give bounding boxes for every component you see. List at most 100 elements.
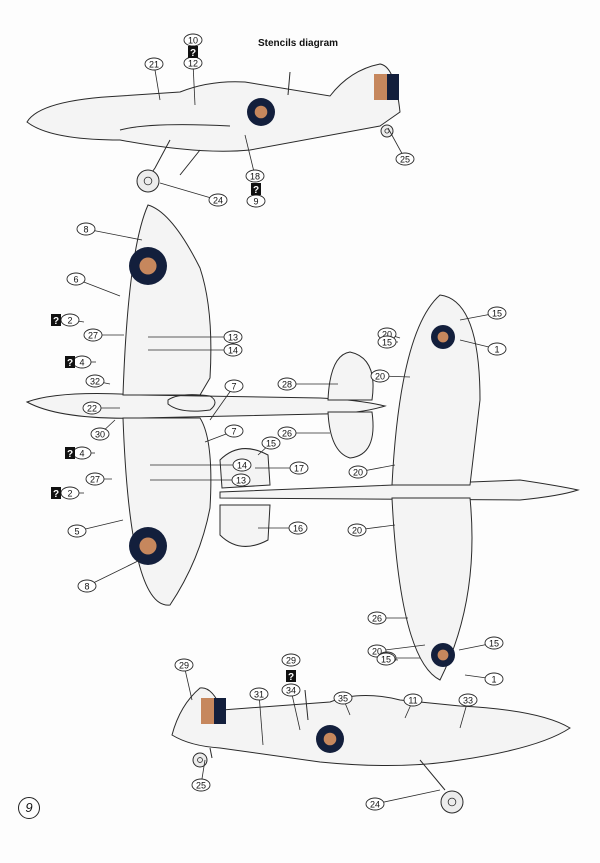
callout-label: 31 — [254, 690, 264, 700]
callout-number: 26 — [367, 611, 387, 625]
callout-number: 20 — [370, 369, 390, 383]
callout-label: 24 — [213, 196, 223, 206]
callout-number: 24 — [208, 193, 228, 207]
unknown-marker-label: ? — [53, 316, 59, 327]
roundel-marking — [129, 527, 167, 565]
callout-number: 20 — [347, 523, 367, 537]
callout-number: 1 — [487, 342, 507, 356]
callout-label: 27 — [88, 331, 98, 341]
unknown-marker-label: ? — [67, 449, 73, 460]
callout-number: 16 — [288, 521, 308, 535]
callout-number: 14 — [232, 458, 252, 472]
unknown-marker: ? — [251, 183, 261, 196]
callout-number: 4 — [72, 355, 92, 369]
callout-number: 33 — [458, 693, 478, 707]
callout-label: 26 — [282, 429, 292, 439]
aircraft-side-view-bottom — [171, 687, 571, 791]
leader-line — [374, 789, 441, 805]
callout-number: 4 — [72, 446, 92, 460]
callout-label: 4 — [79, 449, 84, 459]
callout-number: 11 — [403, 693, 423, 707]
callout-number: 6 — [66, 272, 86, 286]
callout-label: 12 — [188, 59, 198, 69]
aircraft-side-view-top — [26, 63, 401, 176]
landing-gear-layer — [136, 124, 464, 814]
callout-number: 25 — [191, 778, 211, 792]
callout-label: 17 — [294, 464, 304, 474]
callout-number: 7 — [224, 379, 244, 393]
callout-label: 30 — [95, 430, 105, 440]
callout-label: 1 — [494, 345, 499, 355]
callout-number: 13 — [223, 330, 243, 344]
page-number: 9 — [18, 797, 40, 819]
callout-label: 20 — [375, 372, 385, 382]
leader-line — [85, 228, 143, 241]
callout-number: 9 — [246, 194, 266, 208]
callout-label: 15 — [382, 338, 392, 348]
callout-number: 28 — [277, 377, 297, 391]
unknown-marker: ? — [188, 46, 198, 59]
unknown-marker-label: ? — [288, 672, 294, 683]
callout-label: 2 — [67, 489, 72, 499]
unknown-marker: ? — [286, 670, 296, 683]
callout-label: 14 — [237, 461, 247, 471]
callout-number: 18 — [245, 169, 265, 183]
callout-label: 25 — [196, 781, 206, 791]
callout-label: 1 — [491, 675, 496, 685]
wheel — [440, 790, 464, 814]
callout-number: 24 — [365, 797, 385, 811]
fin-flash — [374, 74, 399, 100]
unknown-marker-label: ? — [53, 489, 59, 500]
aircraft-plan-view — [25, 204, 387, 606]
callout-number: 30 — [90, 427, 110, 441]
callout-number: 20 — [348, 465, 368, 479]
unknown-marker: ? — [65, 356, 75, 369]
callout-number: 5 — [67, 524, 87, 538]
roundel-marking — [247, 98, 275, 126]
callout-label: 11 — [408, 696, 417, 706]
callout-label: 28 — [282, 380, 292, 390]
callout-label: 20 — [352, 526, 362, 536]
callout-label: 16 — [293, 524, 303, 534]
callout-label: 35 — [338, 694, 348, 704]
callout-label: 15 — [492, 309, 502, 319]
callout-label: 10 — [188, 36, 198, 46]
roundel-marking — [316, 725, 344, 753]
callout-number: 10 — [183, 33, 203, 47]
aircraft-underside-view — [219, 294, 580, 681]
roundel-marking — [431, 643, 455, 667]
callout-label: 9 — [253, 197, 258, 207]
leader-line — [244, 134, 256, 177]
callout-label: 29 — [179, 661, 189, 671]
fin-flash — [201, 698, 226, 724]
unknown-marker: ? — [65, 447, 75, 460]
roundel-marking — [129, 247, 167, 285]
callout-number: 27 — [85, 472, 105, 486]
callout-number: 1 — [484, 672, 504, 686]
callout-number: 31 — [249, 687, 269, 701]
callout-number: 21 — [144, 57, 164, 71]
callout-label: 34 — [286, 686, 296, 696]
unknown-marker: ? — [51, 314, 61, 327]
wheel — [380, 124, 394, 138]
callout-label: 2 — [67, 316, 72, 326]
callout-label: 20 — [372, 647, 382, 657]
callout-label: 8 — [84, 582, 89, 592]
callout-label: 25 — [400, 155, 410, 165]
roundel-layer — [129, 98, 455, 753]
leader-line — [86, 559, 141, 587]
callout-label: 18 — [250, 172, 260, 182]
callout-label: 26 — [372, 614, 382, 624]
callout-number: 29 — [174, 658, 194, 672]
callout-number: 7 — [224, 424, 244, 438]
callout-label: 4 — [79, 358, 84, 368]
callout-label: 20 — [353, 468, 363, 478]
callout-label: 13 — [236, 476, 246, 486]
callout-number: 34 — [281, 683, 301, 697]
callout-label: 15 — [489, 639, 499, 649]
leader-line — [258, 693, 264, 746]
leader-line — [290, 689, 301, 731]
callout-label: 7 — [231, 382, 236, 392]
